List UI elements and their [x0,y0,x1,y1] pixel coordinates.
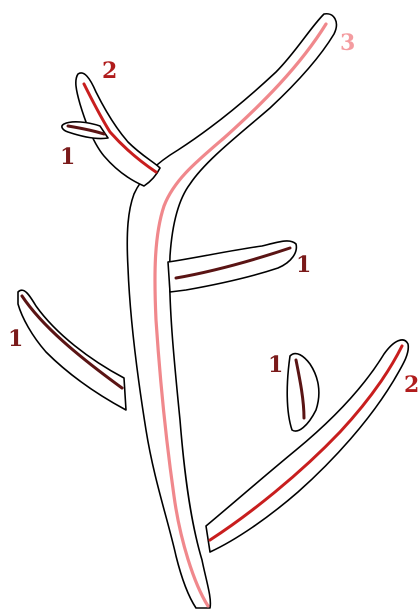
label-top-left-order2: 2 [102,58,117,84]
branch-outlines [18,14,408,608]
label-mid-right-order1: 1 [296,252,311,278]
branch-axes [22,24,402,606]
label-top-right-order3: 3 [340,30,355,56]
label-lower-right-order2: 2 [404,372,419,398]
label-top-left-order1: 1 [60,144,75,170]
label-left-order1: 1 [8,326,23,352]
label-lower-right-order1: 1 [268,352,283,378]
